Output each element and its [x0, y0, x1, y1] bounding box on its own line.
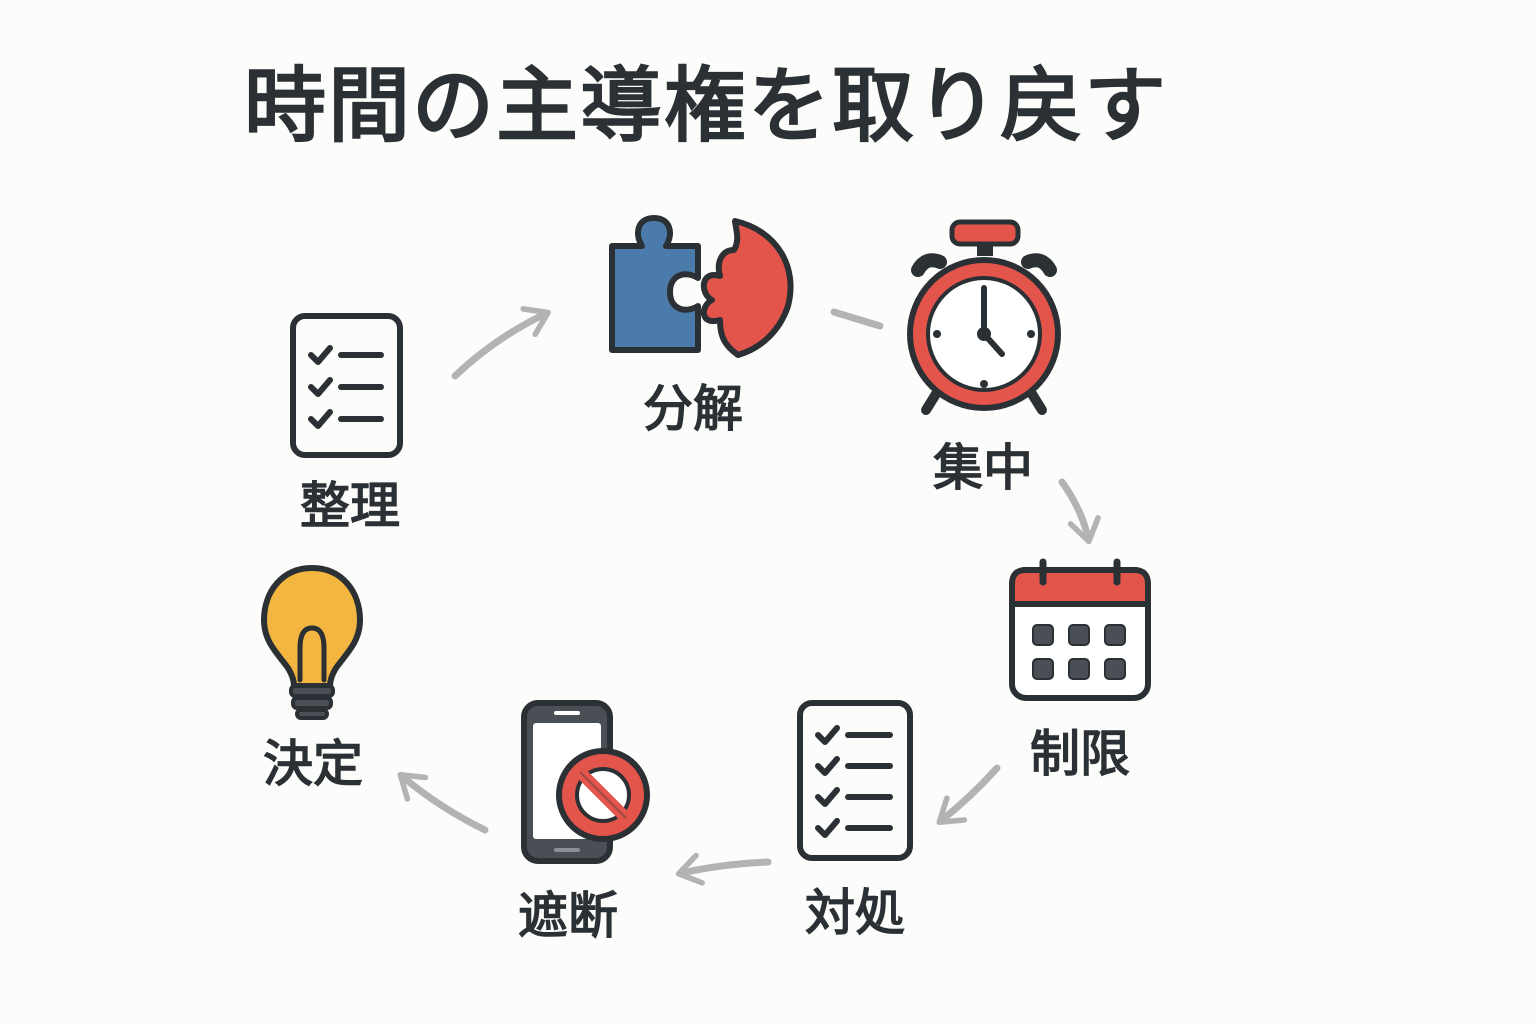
- checklist-icon: [797, 700, 913, 861]
- step-label-bunkai: 分解: [643, 380, 743, 438]
- checklist-icon: [290, 313, 403, 458]
- step-label-seigen: 制限: [1030, 725, 1130, 783]
- page-title: 時間の主導権を取り戻す: [244, 59, 1169, 154]
- light-bulb-icon: [261, 565, 363, 720]
- puzzle-piece-red: [700, 218, 794, 358]
- step-label-seiri: 整理: [300, 477, 400, 535]
- step-seiri: 整理: [290, 313, 403, 535]
- step-bunkai: 分解: [609, 215, 794, 438]
- calendar-icon: [1009, 558, 1151, 701]
- step-label-taisho: 対処: [805, 884, 905, 942]
- arrow-seigen-to-taisho: [936, 764, 1001, 825]
- puzzle-icon: [609, 215, 794, 358]
- step-taisho: 対処: [797, 700, 913, 942]
- arrow-taisho-to-shadan: [675, 852, 772, 886]
- step-seigen: 制限: [1009, 558, 1151, 783]
- step-label-shuchu: 集中: [932, 439, 1033, 497]
- step-label-kettei: 決定: [263, 735, 363, 793]
- arrow-seiri-to-bunkai: [451, 306, 551, 380]
- arrow-shuchu-to-seigen: [1058, 478, 1101, 545]
- step-shadan: 遮断: [518, 700, 650, 945]
- connector-bunkai-to-shuchu: [830, 308, 884, 330]
- puzzle-piece-blue: [609, 215, 701, 353]
- step-kettei: 決定: [261, 565, 363, 793]
- arrow-shadan-to-kettei: [397, 771, 489, 834]
- step-shuchu: 集中: [907, 219, 1061, 497]
- step-label-shadan: 遮断: [518, 887, 618, 945]
- phone-blocked-icon: [521, 700, 650, 864]
- alarm-clock-icon: [907, 219, 1061, 415]
